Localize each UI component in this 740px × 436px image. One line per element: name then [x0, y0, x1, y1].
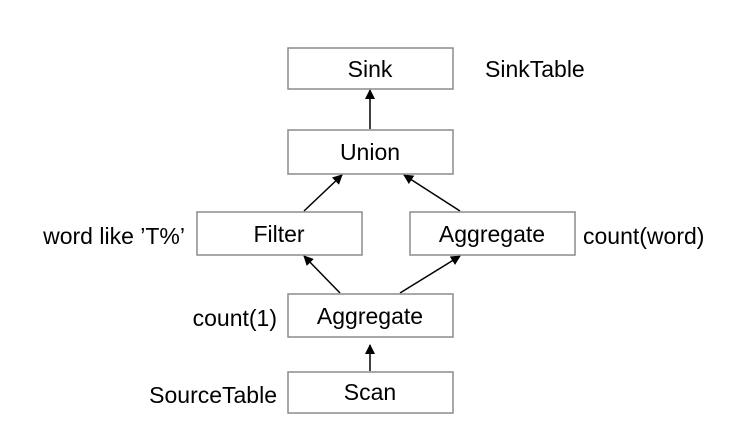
edge-aggregate-to-union: [403, 174, 461, 212]
edge-filter-to-union: [303, 174, 343, 212]
annotation-count-one: count(1): [193, 305, 277, 331]
node-filter-label: Filter: [253, 221, 304, 247]
node-filter: Filter: [196, 211, 363, 256]
node-aggregate-bottom-label: Aggregate: [317, 303, 423, 329]
node-scan: Scan: [287, 371, 454, 414]
edges: [303, 89, 461, 371]
node-union: Union: [287, 129, 454, 175]
node-sink-label: Sink: [348, 56, 393, 82]
annotations: SinkTable word like ’T%’ count(word) cou…: [42, 56, 704, 408]
edge-aggregate-to-filter: [303, 255, 341, 294]
node-sink: Sink: [287, 47, 454, 90]
annotation-sink-table: SinkTable: [485, 56, 585, 82]
node-aggregate-right: Aggregate: [409, 211, 576, 256]
node-aggregate-right-label: Aggregate: [439, 221, 545, 247]
node-union-label: Union: [340, 139, 400, 165]
node-scan-label: Scan: [344, 379, 396, 405]
node-aggregate-bottom: Aggregate: [287, 293, 454, 338]
edge-aggregate-to-aggregate: [399, 255, 461, 294]
annotation-filter-condition: word like ’T%’: [42, 223, 185, 249]
annotation-source-table: SourceTable: [149, 382, 277, 408]
annotation-count-word: count(word): [583, 223, 704, 249]
